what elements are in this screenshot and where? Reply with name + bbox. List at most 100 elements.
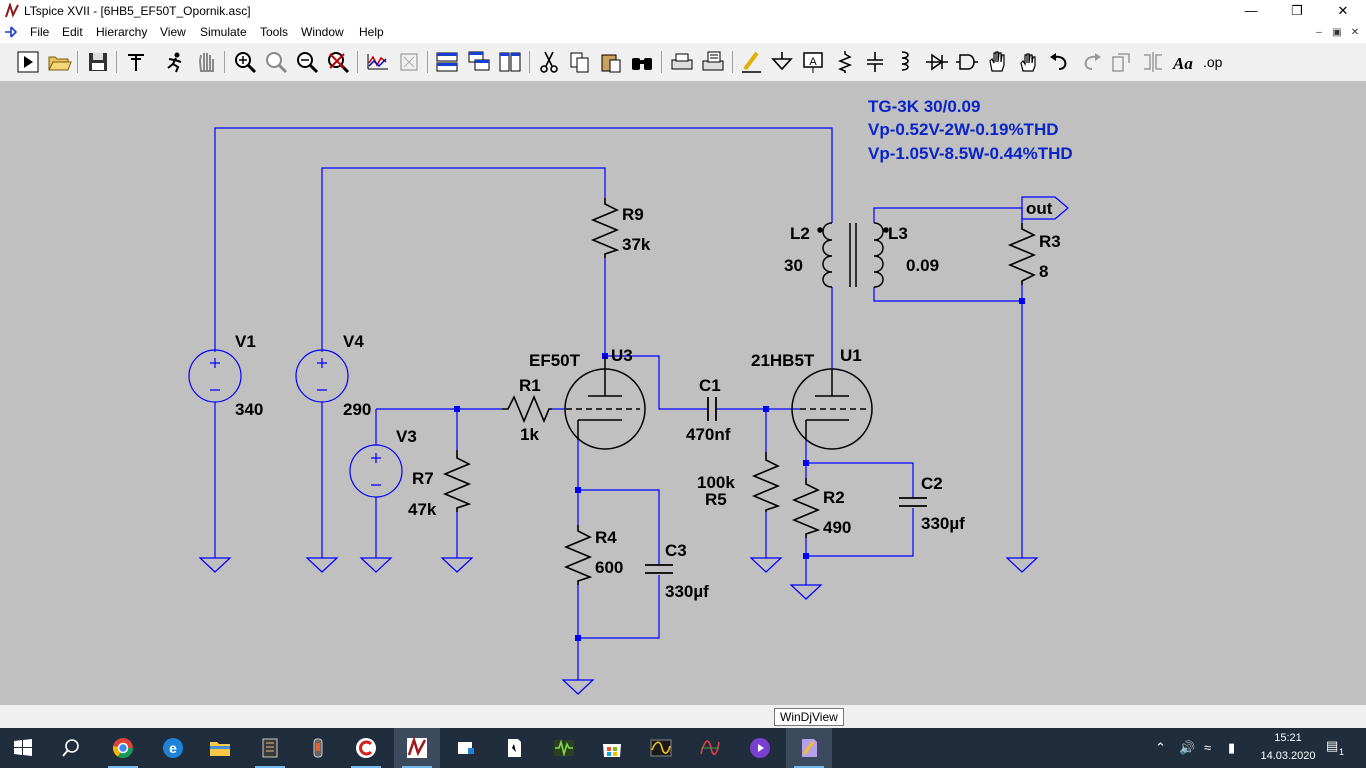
find-icon[interactable] [629,49,655,75]
tile-horizontal-icon[interactable] [434,49,460,75]
menu-view[interactable]: View [160,25,186,39]
taskbar-oscilloscope[interactable] [638,728,684,768]
l2-name[interactable]: L2 [790,224,810,243]
annotation-line[interactable]: Vp-0.52V-2W-0.19%THD [868,120,1059,139]
taskbar-chrome[interactable] [100,728,146,768]
taskbar-ccleaner[interactable] [343,728,389,768]
open-icon[interactable] [46,49,72,75]
spice-directive-icon[interactable]: .op [1202,49,1228,75]
annotation-line[interactable]: TG-3K 30/0.09 [868,97,981,116]
r9-name[interactable]: R9 [622,205,644,224]
mdi-restore-button[interactable]: ▣ [1332,27,1342,38]
taskbar-store[interactable] [589,728,635,768]
annotation-line[interactable]: Vp-1.05V-8.5W-0.44%THD [868,144,1073,163]
network-icon[interactable]: ≈ [1204,740,1212,755]
v4-name[interactable]: V4 [343,332,364,351]
diode-icon[interactable] [924,49,950,75]
u1-name[interactable]: U1 [840,346,862,365]
print-setup-icon[interactable] [700,49,726,75]
r4-name[interactable]: R4 [595,528,617,547]
taskbar-app[interactable] [687,728,733,768]
r9-value[interactable]: 37k [622,235,651,254]
c2-value[interactable]: 330µf [921,514,965,533]
v1-name[interactable]: V1 [235,332,256,351]
taskbar-windjview[interactable] [786,728,832,768]
r1-name[interactable]: R1 [519,376,541,395]
text-icon[interactable]: Aa [1171,49,1197,75]
paste-icon[interactable] [598,49,624,75]
r4-value[interactable]: 600 [595,558,624,577]
taskbar-app[interactable] [443,728,489,768]
taskbar-media[interactable] [737,728,783,768]
zoom-full-icon[interactable] [263,49,289,75]
volume-icon[interactable]: 🔊 [1179,740,1196,755]
r5-name[interactable]: R5 [705,490,727,509]
c1-name[interactable]: C1 [699,376,721,395]
menu-file[interactable]: File [30,25,50,39]
r1-value[interactable]: 1k [520,425,539,444]
waveform-icon[interactable] [365,49,391,75]
l2-value[interactable]: 30 [784,256,803,275]
resistor-icon[interactable] [832,49,858,75]
copy-icon[interactable] [567,49,593,75]
pan-icon[interactable] [193,49,219,75]
start-button[interactable] [0,728,46,768]
taskbar-edge[interactable]: e [150,728,196,768]
schematic-canvas[interactable]: TG-3K 30/0.09 Vp-0.52V-2W-0.19%THD Vp-1.… [0,81,1366,705]
cut-icon[interactable] [536,49,562,75]
menu-help[interactable]: Help [359,25,384,39]
c3-value[interactable]: 330µf [665,582,709,601]
net-label-out[interactable]: out [1026,199,1053,218]
menu-window[interactable]: Window [301,25,344,39]
run-icon[interactable] [15,49,41,75]
notification-center-icon[interactable]: ▤ [1326,738,1339,753]
tile-vertical-icon[interactable] [497,49,523,75]
r7-name[interactable]: R7 [412,469,434,488]
r2-name[interactable]: R2 [823,488,845,507]
mdi-minimize-button[interactable]: – [1316,27,1322,38]
taskbar-app[interactable] [247,728,293,768]
r3-value[interactable]: 8 [1039,262,1049,281]
restore-button[interactable]: ❐ [1291,3,1303,18]
clock-time[interactable]: 15:21 [1274,732,1302,744]
taskbar-ltspice[interactable] [394,728,440,768]
mdi-close-button[interactable]: ✕ [1350,27,1360,38]
autorange-icon[interactable] [396,49,422,75]
zoom-out-icon[interactable] [294,49,320,75]
menu-edit[interactable]: Edit [62,25,83,39]
c2-name[interactable]: C2 [921,474,943,493]
taskbar-app[interactable] [295,728,341,768]
r3-name[interactable]: R3 [1039,232,1061,251]
minimize-button[interactable]: — [1244,3,1258,18]
close-button[interactable]: ✕ [1337,3,1349,18]
cascade-icon[interactable] [466,49,492,75]
menu-tools[interactable]: Tools [260,25,289,39]
drag-icon[interactable] [1016,49,1042,75]
show-hidden-icons-icon[interactable]: ⌃ [1155,740,1166,755]
rotate-icon[interactable] [1109,49,1135,75]
taskbar-file-explorer[interactable] [197,728,243,768]
v3-name[interactable]: V3 [396,427,417,446]
c3-name[interactable]: C3 [665,541,687,560]
ground-icon[interactable] [769,49,795,75]
mirror-icon[interactable] [1140,49,1166,75]
u3-model[interactable]: EF50T [529,351,581,370]
menu-hierarchy[interactable]: Hierarchy [96,25,148,39]
halt-icon[interactable] [162,49,188,75]
u3-name[interactable]: U3 [611,346,633,365]
label-net-icon[interactable]: A [800,49,826,75]
taskbar-waveform-app[interactable] [541,728,587,768]
save-icon[interactable] [85,49,111,75]
battery-icon[interactable]: ▮ [1228,740,1236,755]
l3-value[interactable]: 0.09 [906,256,940,275]
l3-name[interactable]: L3 [888,224,908,243]
redo-icon[interactable] [1078,49,1104,75]
zoom-in-icon[interactable] [232,49,258,75]
taskbar-app[interactable] [491,728,537,768]
draw-wire-icon[interactable] [739,49,765,75]
clock-date[interactable]: 14.03.2020 [1260,750,1316,762]
menu-simulate[interactable]: Simulate [200,25,247,39]
c1-value[interactable]: 470nf [686,425,731,444]
v4-value[interactable]: 290 [343,400,372,419]
search-button[interactable] [48,728,94,768]
